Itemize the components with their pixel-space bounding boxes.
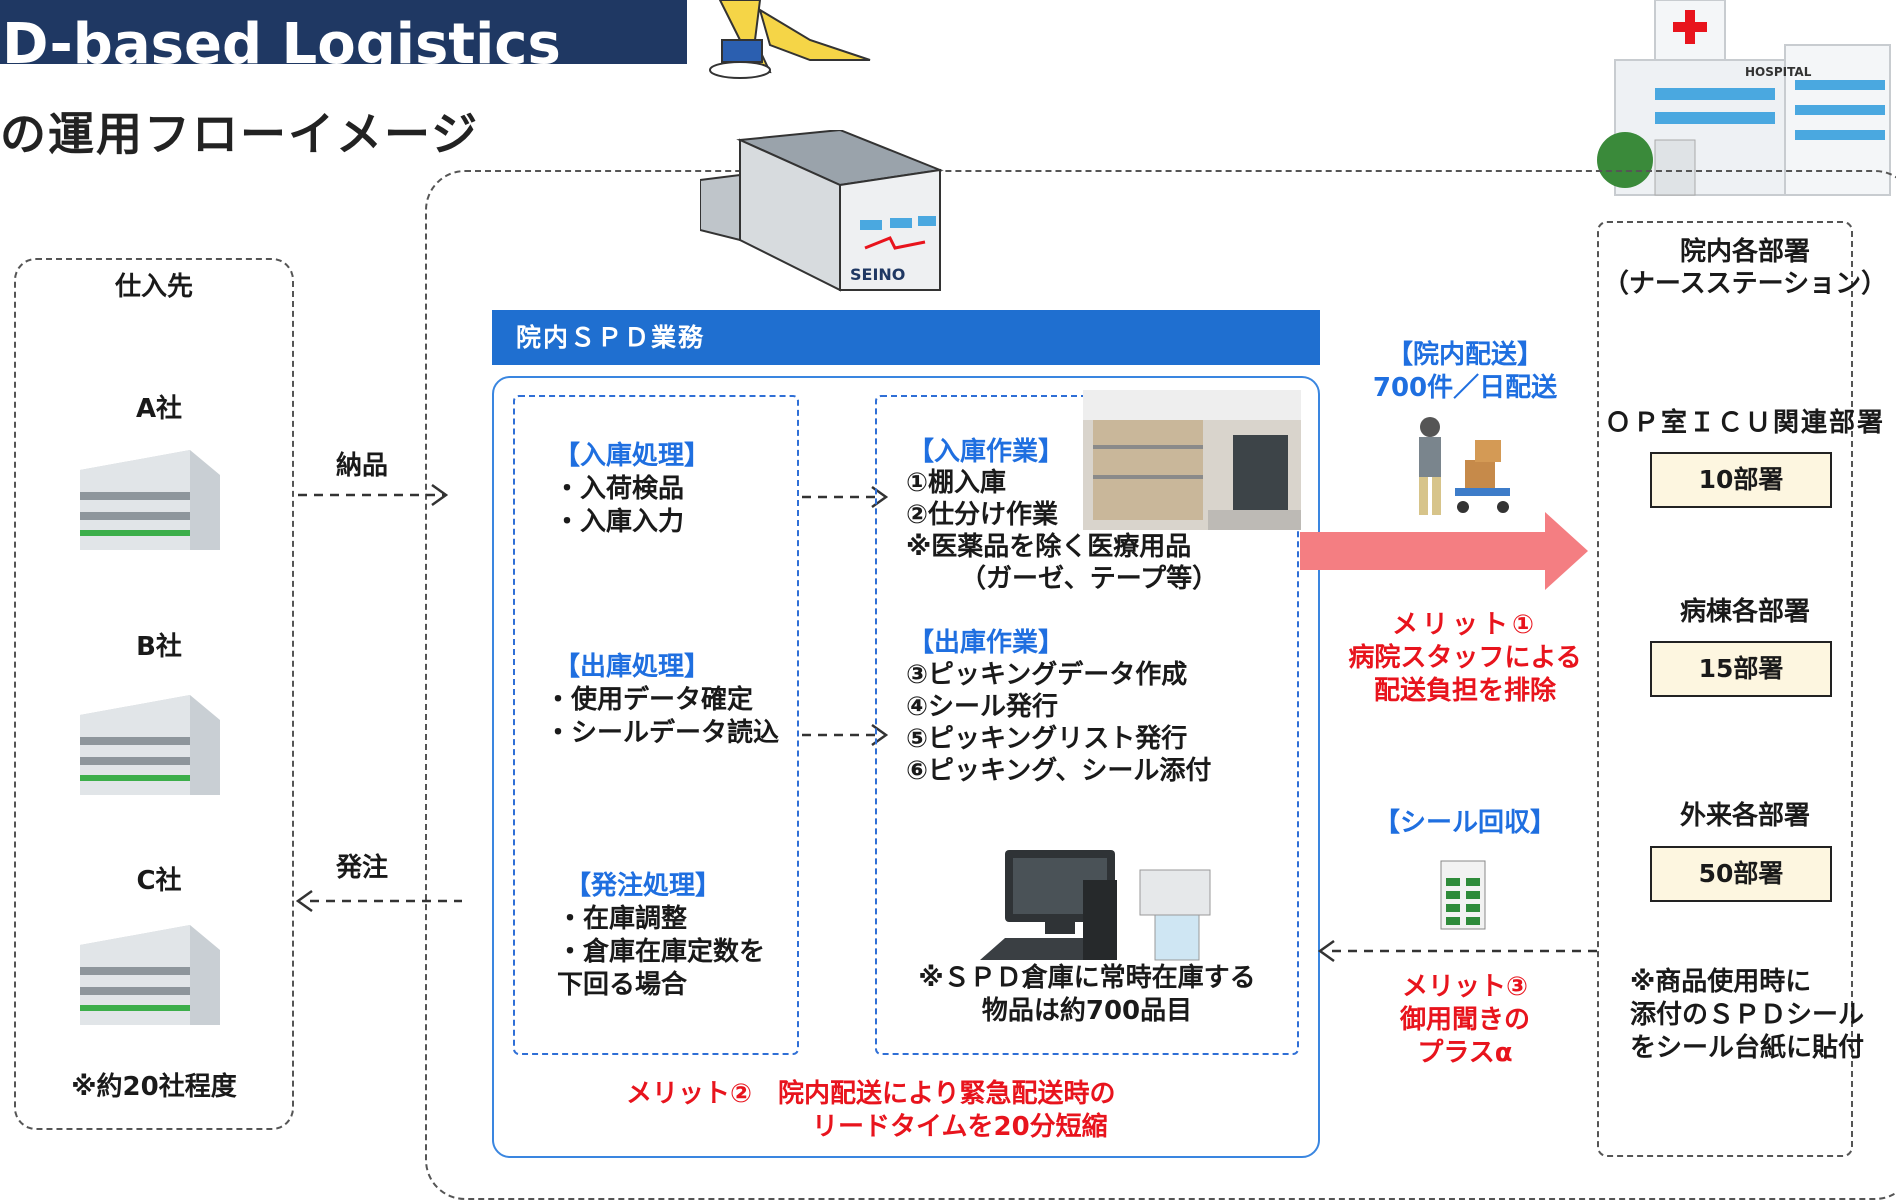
warehouse-icon: SEINO bbox=[700, 130, 944, 292]
order-process-item: ・在庫調整 bbox=[557, 904, 688, 934]
shipping-process-item: ・シールデータ読込 bbox=[545, 718, 780, 748]
suppliers-box bbox=[14, 258, 294, 1130]
page-title-bar: D-based Logistics bbox=[0, 0, 687, 64]
order-arrow bbox=[296, 889, 462, 913]
shipping-work-item: ⑥ピッキング、シール添付 bbox=[906, 756, 1212, 786]
supplier-c-building-icon bbox=[80, 925, 220, 1025]
supplier-a-building-icon bbox=[80, 450, 220, 550]
departments-title-line: 院内各部署 bbox=[1679, 237, 1810, 267]
order-process-item: ・倉庫在庫定数を bbox=[557, 937, 766, 967]
merit3-line: プラスα bbox=[1417, 1038, 1513, 1068]
order-process-item: 下回る場合 bbox=[557, 970, 688, 1000]
delivery-label: 納品 bbox=[336, 451, 389, 481]
receiving-process-item: ・入荷検品 bbox=[554, 474, 685, 504]
receiving-work-title: 【入庫作業】 bbox=[908, 437, 1065, 467]
shipping-work-title: 【出庫作業】 bbox=[908, 628, 1065, 658]
seal-recovery-title: 【シール回収】 bbox=[1373, 808, 1556, 838]
stock-note-line: ※ＳＰＤ倉庫に常時在庫する bbox=[918, 963, 1256, 993]
departments-title-line: （ナースステーション） bbox=[1602, 269, 1888, 299]
shipping-work-item: ⑤ピッキングリスト発行 bbox=[906, 724, 1188, 754]
receiving-work-item: ①棚入庫 bbox=[906, 468, 1007, 498]
receiving-work-item: ※医薬品を除く医療用品 bbox=[906, 532, 1192, 562]
order-process-title: 【発注処理】 bbox=[565, 871, 722, 901]
spd-operations-box bbox=[492, 376, 1320, 1158]
delivery-arrow bbox=[298, 483, 449, 507]
page-subtitle: の運用フローイメージ bbox=[0, 107, 480, 161]
hospital-delivery-arrow bbox=[1300, 512, 1588, 590]
seal-sheet-icon bbox=[1440, 860, 1486, 930]
receiving-work-item: （ガーゼ、テープ等） bbox=[960, 564, 1219, 594]
merit3-line: 御用聞きの bbox=[1399, 1005, 1530, 1035]
merit2-line: リードタイムを20分短縮 bbox=[812, 1112, 1108, 1142]
supplier-a-label: A社 bbox=[135, 394, 183, 424]
shipping-process-item: ・使用データ確定 bbox=[545, 685, 754, 715]
warehouse-sign: SEINO bbox=[850, 265, 905, 284]
merit1-line: 配送負担を排除 bbox=[1373, 676, 1556, 706]
suppliers-note: ※約20社程度 bbox=[71, 1072, 237, 1102]
merit3-line: メリット③ bbox=[1401, 972, 1528, 1002]
suppliers-title: 仕入先 bbox=[114, 272, 193, 302]
supplier-b-label: B社 bbox=[136, 632, 182, 662]
spd-header: 院内ＳＰＤ業務 bbox=[492, 310, 1320, 365]
departments-note-line: をシール台紙に貼付 bbox=[1630, 1033, 1865, 1063]
departments-note-line: 添付のＳＰＤシール bbox=[1630, 1000, 1865, 1030]
department-group-name: 病棟各部署 bbox=[1679, 597, 1810, 627]
receiving-process-item: ・入庫入力 bbox=[554, 507, 685, 537]
hospital-delivery-title: 【院内配送】 bbox=[1386, 340, 1543, 370]
mascot-illustration bbox=[709, 0, 871, 79]
page-title: D-based Logistics bbox=[2, 12, 561, 65]
hospital-delivery-volume: 700件／日配送 bbox=[1372, 373, 1558, 403]
receiving-process-title: 【入庫処理】 bbox=[554, 441, 711, 471]
shipping-work-item: ④シール発行 bbox=[906, 692, 1059, 722]
merit2-line: メリット② 院内配送により緊急配送時の bbox=[626, 1079, 1116, 1109]
computer-printer-icon bbox=[980, 850, 1211, 961]
merit1-line: メリット① bbox=[1391, 610, 1538, 640]
department-group-name: 外来各部署 bbox=[1679, 801, 1810, 831]
seal-recovery-arrow bbox=[1318, 939, 1598, 963]
supplier-c-label: C社 bbox=[136, 866, 182, 896]
merit1-line: 病院スタッフによる bbox=[1348, 643, 1582, 673]
order-label: 発注 bbox=[336, 853, 389, 883]
department-group-count: 10部署 bbox=[1650, 452, 1832, 508]
department-group-count: 15部署 bbox=[1650, 641, 1832, 697]
departments-box bbox=[1597, 221, 1853, 1157]
supplier-b-building-icon bbox=[80, 695, 220, 795]
department-group-name: ＯＰ室ＩＣＵ関連部署 bbox=[1604, 408, 1885, 438]
receiving-work-item: ②仕分け作業 bbox=[906, 500, 1059, 530]
stock-note-line: 物品は約700品目 bbox=[981, 996, 1193, 1026]
hospital-sign: HOSPITAL bbox=[1745, 65, 1812, 79]
departments-note-line: ※商品使用時に bbox=[1630, 967, 1812, 997]
warehouse-photo bbox=[1083, 390, 1301, 530]
delivery-worker-icon bbox=[1419, 417, 1510, 515]
shipping-process-title: 【出庫処理】 bbox=[554, 652, 711, 682]
department-group-count: 50部署 bbox=[1650, 846, 1832, 902]
processing-column bbox=[513, 395, 799, 1055]
shipping-work-item: ③ピッキングデータ作成 bbox=[906, 660, 1188, 690]
